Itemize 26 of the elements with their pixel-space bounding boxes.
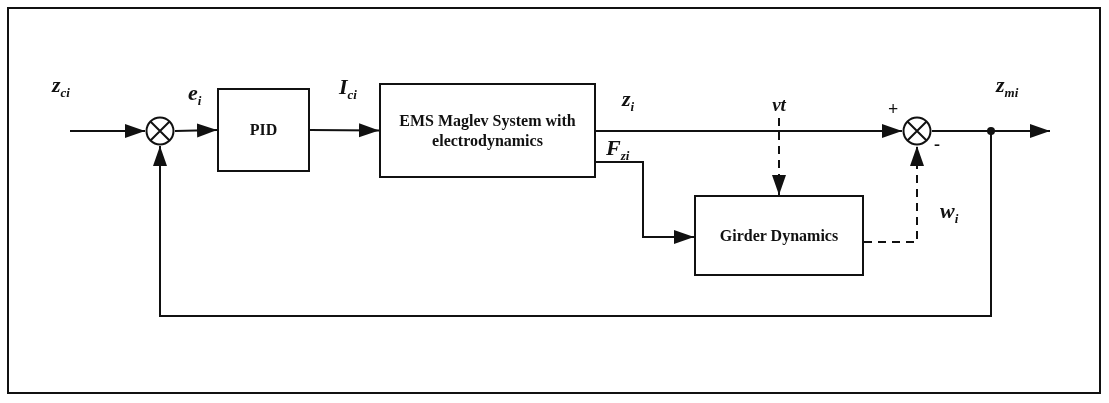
- block-label: PID: [248, 120, 279, 140]
- signal-label: I$_{ci}$: [339, 76, 357, 102]
- arrow: [595, 161, 695, 244]
- block-label: EMS Maglev System with electrodynamics: [398, 110, 577, 151]
- summing-junction: [902, 116, 932, 146]
- arrow: [595, 124, 903, 138]
- arrow: [153, 130, 992, 317]
- signal-label: z$_{ci}$: [52, 74, 70, 100]
- signal-label: z$_{mi}$: [996, 74, 1019, 100]
- input-label: vt: [771, 93, 788, 117]
- signal-label: w$_{i}$: [940, 200, 959, 226]
- block-box: [379, 83, 596, 178]
- arrow: [863, 145, 924, 243]
- signal-label: F$_{zi}$: [606, 137, 630, 163]
- arrow: [69, 124, 146, 138]
- block-label: Girder Dynamics: [718, 225, 840, 246]
- arrow: [309, 123, 380, 138]
- signal-label: z$_{i}$: [622, 88, 635, 114]
- sign-label: -: [934, 135, 940, 153]
- block-box: [694, 195, 864, 276]
- sign-label: +: [888, 100, 899, 118]
- arrow: [174, 123, 218, 138]
- summing-junction: [145, 116, 175, 146]
- arrow: [772, 117, 786, 196]
- signal-label: e$_{i}$: [188, 82, 202, 108]
- block-box: [217, 88, 310, 172]
